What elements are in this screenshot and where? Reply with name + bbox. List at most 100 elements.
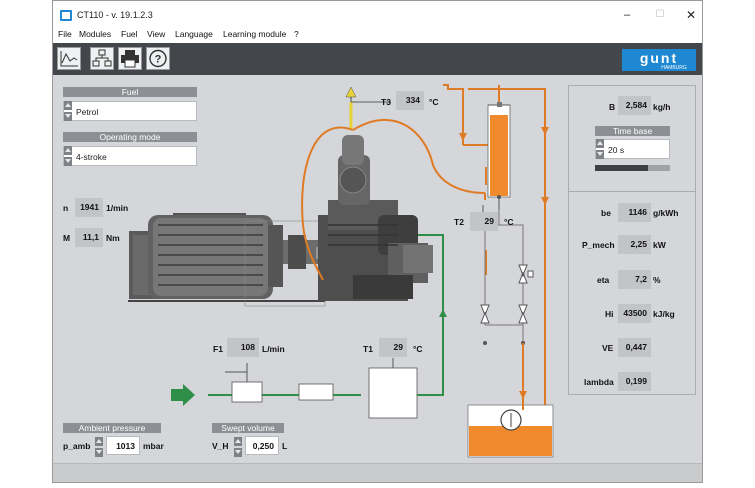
results-separator — [568, 191, 696, 192]
b-label: B — [609, 102, 616, 112]
menu-help[interactable]: ? — [294, 29, 299, 39]
schematic-diagram — [128, 84, 554, 458]
fuel-panel-title: Fuel — [63, 87, 197, 97]
fuel-spinner[interactable] — [64, 101, 72, 121]
lambda-label: lambda — [584, 377, 614, 387]
t2-label: T2 — [454, 217, 464, 227]
network-icon — [92, 49, 112, 67]
hi-unit: kJ/kg — [653, 309, 675, 319]
operating-mode-value: 4-stroke — [76, 152, 107, 162]
svg-text:?: ? — [155, 54, 162, 66]
air-inlet-arrow — [171, 384, 195, 406]
p-amb-input[interactable]: 1013 — [106, 436, 140, 455]
t1-unit: °C — [413, 344, 423, 354]
title-bar: CT110 - v. 19.1.2.3 – ☐ ✕ — [53, 1, 702, 27]
b-unit: kg/h — [653, 102, 671, 112]
gunt-logo: gunt HAMBURG — [622, 46, 696, 74]
eta-value: 7,2 — [618, 270, 651, 289]
v-h-label: V_H — [212, 441, 229, 451]
help-icon: ? — [149, 49, 167, 68]
time-base-selector[interactable]: 20 s — [595, 139, 670, 159]
menu-learning-module[interactable]: Learning module — [223, 29, 287, 39]
f1-value: 108 — [227, 338, 259, 357]
p-mech-label: P_mech — [582, 240, 615, 250]
help-button[interactable]: ? — [146, 47, 170, 70]
network-button[interactable] — [90, 47, 114, 70]
svg-text:HAMBURG: HAMBURG — [661, 65, 687, 71]
printer-icon — [121, 50, 139, 68]
p-amb-unit: mbar — [143, 441, 164, 451]
f1-unit: L/min — [262, 344, 285, 354]
be-label: be — [601, 208, 611, 218]
torque-value: 11,1 — [75, 228, 103, 247]
menu-fuel[interactable]: Fuel — [121, 29, 138, 39]
chart-button[interactable] — [57, 47, 81, 70]
speed-value: 1941 — [75, 198, 103, 217]
maximize-button[interactable]: ☐ — [655, 9, 665, 20]
menu-bar: File Modules Fuel View Language Learning… — [53, 27, 702, 43]
menu-modules[interactable]: Modules — [79, 29, 112, 39]
main-area: Fuel Petrol Operating mode 4-stroke n 19… — [53, 75, 702, 463]
status-bar — [53, 463, 702, 482]
air-settling-tank — [368, 367, 418, 419]
chart-icon — [60, 51, 78, 67]
hi-value: 43500 — [618, 304, 651, 323]
app-icon — [60, 10, 72, 21]
time-base-spinner[interactable] — [596, 139, 604, 159]
v-h-spinner[interactable] — [234, 437, 242, 457]
t1-label: T1 — [363, 344, 373, 354]
t2-unit: °C — [504, 217, 514, 227]
menu-file[interactable]: File — [58, 29, 72, 39]
air-filter — [298, 383, 334, 401]
f1-label: F1 — [213, 344, 223, 354]
b-value: 2,584 — [618, 96, 651, 115]
ve-label: VE — [602, 343, 614, 353]
hi-label: Hi — [605, 309, 614, 319]
be-value: 1146 — [618, 203, 651, 222]
ve-value: 0,447 — [618, 338, 651, 357]
time-base-progress-fill — [595, 165, 648, 171]
v-h-input[interactable]: 0,250 — [245, 436, 279, 455]
engine — [318, 135, 433, 301]
eta-unit: % — [653, 275, 661, 285]
t3-value: 334 — [396, 91, 424, 110]
fuel-selector[interactable]: Petrol — [63, 101, 197, 121]
v-h-unit: L — [282, 441, 288, 451]
torque-unit: Nm — [106, 233, 120, 243]
speed-unit: 1/min — [106, 203, 129, 213]
p-mech-unit: kW — [653, 240, 666, 250]
close-button[interactable]: ✕ — [685, 8, 697, 22]
p-mech-value: 2,25 — [618, 235, 651, 254]
ambient-pressure-title: Ambient pressure — [63, 423, 161, 433]
be-unit: g/kWh — [653, 208, 679, 218]
dynamometer — [128, 213, 326, 302]
svg-text:gunt: gunt — [640, 50, 678, 66]
t3-unit: °C — [429, 97, 439, 107]
t3-label: T3 — [381, 97, 391, 107]
eta-label: eta — [597, 275, 610, 285]
time-base-title: Time base — [595, 126, 670, 136]
fuel-value: Petrol — [76, 107, 99, 117]
operating-mode-selector[interactable]: 4-stroke — [63, 146, 197, 166]
operating-mode-title: Operating mode — [63, 132, 197, 142]
operating-mode-spinner[interactable] — [64, 146, 72, 166]
minimize-button[interactable]: – — [623, 9, 631, 21]
menu-language[interactable]: Language — [175, 29, 213, 39]
time-base-value: 20 s — [608, 145, 625, 155]
p-amb-label: p_amb — [63, 441, 91, 451]
t1-value: 29 — [379, 338, 407, 357]
time-base-progress — [595, 165, 670, 171]
p-amb-spinner[interactable] — [95, 437, 103, 457]
print-button[interactable] — [118, 47, 142, 70]
t2-value: 29 — [470, 212, 498, 231]
exhaust-arrow — [345, 86, 357, 98]
menu-view[interactable]: View — [147, 29, 166, 39]
speed-label: n — [63, 203, 69, 213]
air-flow-meter — [231, 381, 263, 403]
toolbar: ? gunt HAMBURG — [53, 43, 702, 75]
lambda-value: 0,199 — [618, 372, 651, 391]
swept-volume-title: Swept volume — [212, 423, 284, 433]
torque-label: M — [63, 233, 71, 243]
app-window: CT110 - v. 19.1.2.3 – ☐ ✕ File Modules F… — [52, 0, 703, 483]
window-title: CT110 - v. 19.1.2.3 — [77, 10, 153, 20]
